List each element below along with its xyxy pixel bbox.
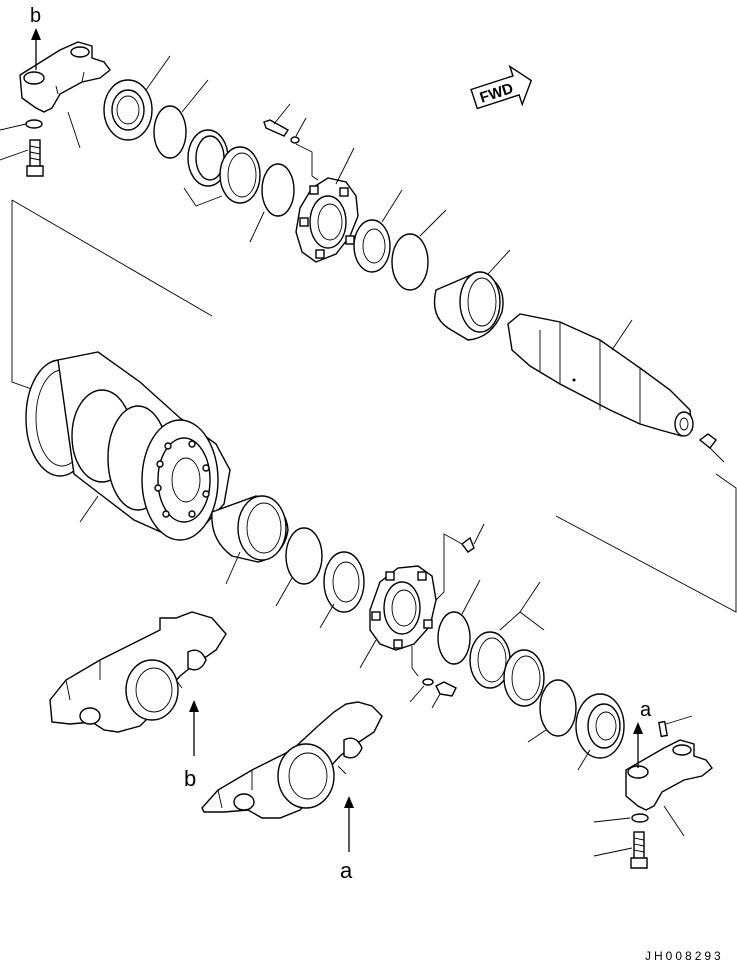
washer-top-mid	[290, 117, 319, 181]
bolt-bottom-right	[593, 831, 648, 869]
seal-ring-bottom	[575, 693, 625, 771]
o-ring-bottom-3	[527, 679, 577, 743]
bushing-bottom	[211, 495, 289, 585]
seal-ring-top	[103, 55, 171, 141]
track-roller-body	[25, 351, 231, 541]
leader-bracket-top	[67, 111, 81, 149]
bolt-top-mid	[263, 103, 291, 137]
floating-seal-bottom	[469, 581, 545, 707]
floating-seal-top	[183, 129, 261, 207]
flange-housing-top	[295, 147, 359, 263]
plug-shaft	[698, 433, 725, 463]
bolt-bottom	[431, 681, 457, 709]
up-arrow-a-right	[633, 722, 643, 768]
leader-bracket-right	[663, 805, 685, 837]
roller-shaft	[507, 313, 694, 437]
thrust-washer-bottom	[319, 551, 365, 629]
o-ring-bottom-1	[275, 527, 323, 607]
ref-label-b-top: b	[30, 5, 41, 27]
lower-right-bracket	[625, 739, 713, 811]
roller-guard-b	[49, 611, 227, 733]
fwd-direction-sign: FWD	[470, 64, 533, 110]
washer-bottom	[409, 678, 434, 703]
washer-top-left	[0, 119, 43, 131]
bushing-top	[433, 249, 511, 341]
roller-guard-a	[201, 701, 383, 819]
pin-bottom	[435, 523, 485, 601]
dowel-pin-right	[658, 715, 693, 738]
up-arrow-b-top	[31, 28, 41, 70]
ref-label-a-bracket: a	[340, 858, 353, 883]
o-ring-top-1	[153, 79, 209, 159]
washer-bottom-right	[593, 813, 649, 823]
bolt-top-left	[0, 139, 44, 177]
leader-right-frame	[555, 473, 737, 613]
upper-left-bracket	[19, 41, 111, 113]
o-ring-top-2	[249, 163, 295, 243]
ref-label-a-right: a	[640, 699, 652, 721]
drawing-number: JH008293	[645, 949, 724, 963]
thrust-washer-top	[353, 189, 403, 273]
up-arrow-a-bracket	[344, 796, 354, 852]
up-arrow-b-bracket	[189, 700, 199, 756]
o-ring-top-3	[391, 209, 447, 291]
ref-label-b-bracket: b	[184, 766, 196, 791]
o-ring-bottom-2	[437, 579, 481, 665]
flange-housing-bottom	[359, 565, 437, 677]
